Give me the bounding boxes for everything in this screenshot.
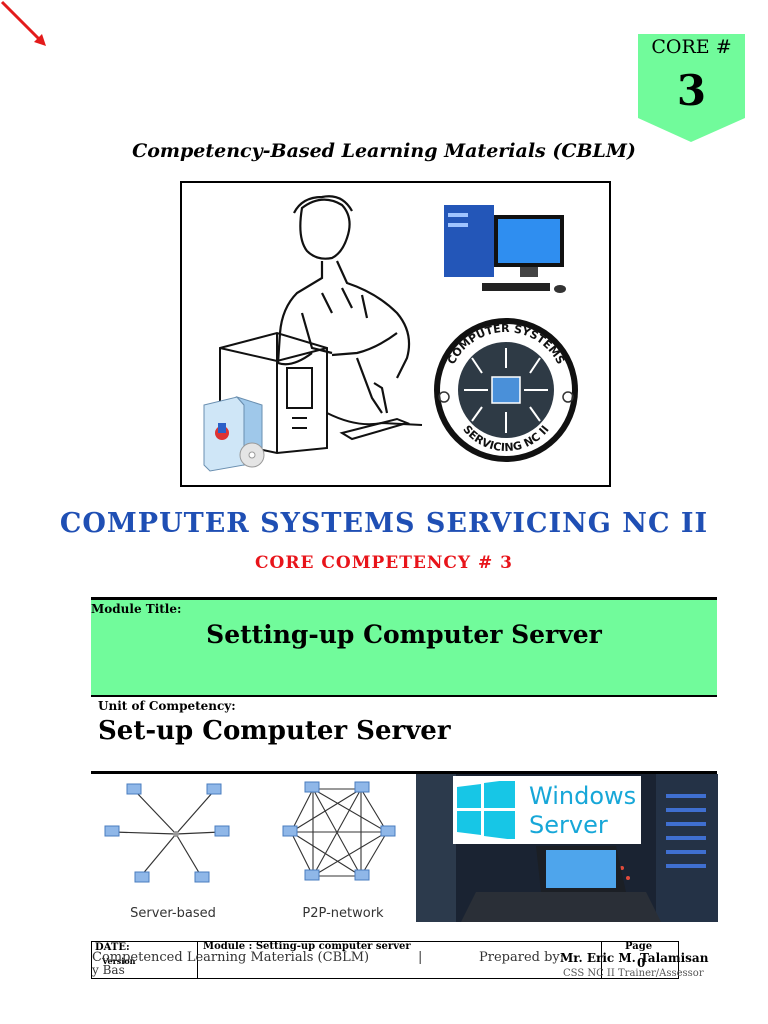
server-based-diagram	[112, 791, 222, 877]
software-box-icon	[203, 395, 265, 472]
main-title: COMPUTER SYSTEMS SERVICING NC II	[59, 508, 709, 539]
footer-module-cell: Module : Setting-up computer server	[197, 941, 602, 978]
footer-separator: |	[418, 950, 423, 965]
footer-version-label: Version	[102, 956, 136, 966]
module-title-box	[91, 597, 717, 697]
footer-prepared-role: CSS NC II Trainer/Assessor	[563, 968, 704, 979]
core-badge: CORE # 3	[638, 34, 745, 142]
footer-page-cell: Page 0	[601, 941, 677, 978]
p2p-network-caption: P2P-network	[302, 906, 384, 921]
footer-page-number: 0	[637, 956, 646, 970]
footer-overlay-sub: y Bas	[92, 963, 125, 977]
technician-drawing	[276, 195, 411, 414]
footer-module-label: Module : Setting-up computer server	[203, 941, 411, 952]
pc-icons-right	[282, 781, 396, 881]
module-title-label: Module Title:	[91, 602, 182, 616]
module-title: Setting-up Computer Server	[206, 620, 602, 649]
css-nc-ii-seal: COMPUTER SYSTEMS SERVICING NC II	[434, 318, 578, 462]
cover-illustration: COMPUTER SYSTEMS SERVICING NC II	[180, 181, 611, 487]
footer-overlay-text: Competenced Learning Materials (CBLM)	[92, 950, 370, 965]
p2p-diagram	[290, 788, 388, 877]
windows-text: Windows	[529, 782, 637, 810]
unit-label: Unit of Competency:	[98, 699, 236, 713]
server-text: Server	[529, 811, 608, 839]
footer-page-label: Page	[625, 941, 653, 952]
divider	[91, 771, 717, 774]
windows-server-photo: Windows Server	[416, 774, 718, 922]
cblm-title: Competency-Based Learning Materials (CBL…	[132, 140, 636, 162]
server-based-caption: Server-based	[130, 906, 216, 921]
badge-label: CORE #	[651, 36, 732, 58]
footer-date-label: DATE:	[95, 942, 130, 953]
network-diagram: Server-based P2P-network	[104, 781, 396, 921]
pc-icons-left	[104, 783, 230, 883]
arrow-icon	[0, 0, 46, 46]
footer-table: DATE: Version Module : Setting-up comput…	[91, 941, 679, 979]
footer-date-cell: DATE: Version	[92, 942, 198, 978]
footer-prepared-label: Prepared by:	[479, 950, 565, 965]
windows-server-logo: Windows Server	[453, 776, 641, 844]
windows-logo-icon	[457, 781, 515, 839]
footer-prepared-name: Mr. Eric M. Talamisan	[560, 951, 709, 965]
desktop-computer-icon	[444, 205, 566, 293]
badge-number: 3	[676, 66, 707, 115]
unit-title: Set-up Computer Server	[98, 716, 451, 746]
core-competency-label: CORE COMPETENCY # 3	[255, 553, 513, 573]
